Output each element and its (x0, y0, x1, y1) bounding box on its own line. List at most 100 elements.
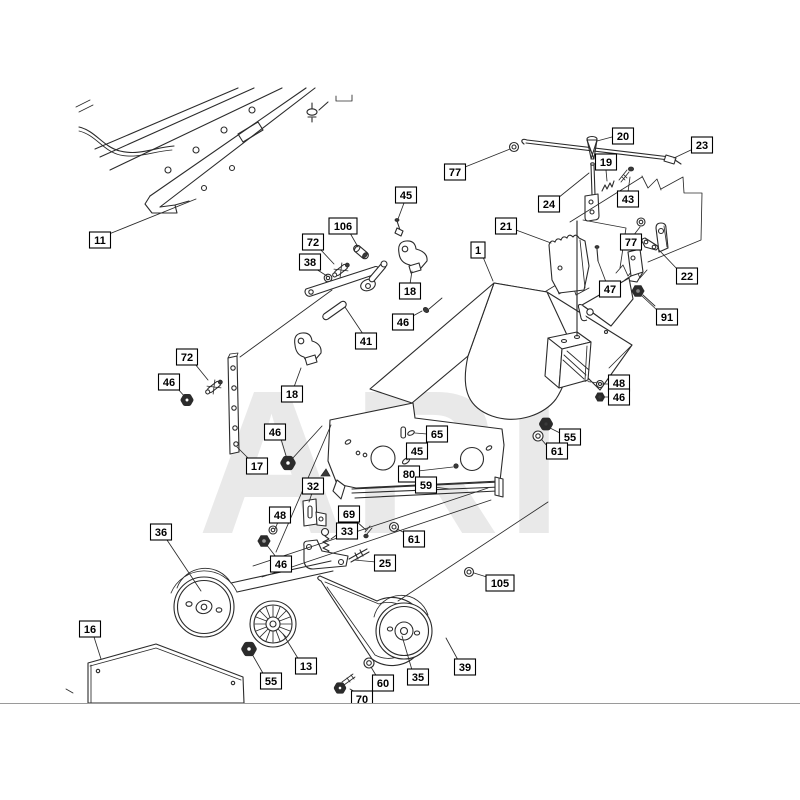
part-label-18[interactable]: 18 (398, 270, 422, 300)
svg-text:16: 16 (84, 624, 96, 636)
svg-text:105: 105 (491, 578, 509, 590)
svg-text:55: 55 (265, 676, 277, 688)
svg-text:43: 43 (622, 194, 634, 206)
svg-text:45: 45 (411, 446, 423, 458)
svg-text:80: 80 (403, 469, 415, 481)
svg-text:24: 24 (543, 199, 556, 211)
svg-text:61: 61 (551, 446, 563, 458)
part-label-59[interactable]: 59 (414, 476, 451, 494)
svg-text:38: 38 (304, 257, 316, 269)
svg-text:46: 46 (397, 317, 409, 329)
part-label-1[interactable]: 1 (470, 241, 494, 282)
part-label-36[interactable]: 36 (149, 523, 202, 592)
part-idler-bar (183, 289, 333, 455)
part-label-61[interactable]: 61 (541, 439, 569, 460)
svg-text:39: 39 (459, 662, 471, 674)
svg-text:77: 77 (625, 237, 637, 249)
part-label-11[interactable]: 11 (88, 198, 197, 249)
part-label-39[interactable]: 39 (445, 637, 477, 676)
part-drive-pulley (336, 501, 549, 691)
svg-text:69: 69 (343, 509, 355, 521)
svg-text:46: 46 (269, 427, 281, 439)
part-label-77[interactable]: 77 (443, 148, 511, 181)
part-label-18[interactable]: 18 (280, 367, 304, 403)
svg-text:32: 32 (307, 481, 319, 493)
part-label-47[interactable]: 47 (597, 260, 622, 298)
svg-text:59: 59 (420, 480, 432, 492)
part-label-17[interactable]: 17 (236, 446, 269, 475)
svg-text:20: 20 (617, 131, 629, 143)
svg-text:72: 72 (307, 237, 319, 249)
labels-layer: 11 20 23 77 19 24 43 21 1 77 22 47 91 45 106 72 38 18 46 41… (78, 127, 714, 708)
svg-text:18: 18 (286, 389, 298, 401)
part-label-106[interactable]: 106 (328, 217, 359, 248)
part-label-46[interactable]: 46 (157, 373, 187, 399)
part-label-65[interactable]: 65 (414, 425, 449, 443)
part-label-91[interactable]: 91 (641, 295, 679, 326)
part-label-41[interactable]: 41 (344, 306, 378, 350)
svg-text:65: 65 (431, 429, 443, 441)
part-rail (75, 87, 353, 214)
svg-text:35: 35 (412, 672, 424, 684)
part-label-33[interactable]: 33 (330, 522, 359, 540)
svg-text:13: 13 (300, 661, 312, 673)
part-label-25[interactable]: 25 (353, 554, 397, 572)
part-label-60[interactable]: 60 (370, 666, 395, 692)
part-panel-16 (65, 643, 245, 704)
svg-text:72: 72 (181, 352, 193, 364)
assembly-boundary (542, 175, 703, 296)
part-label-45[interactable]: 45 (405, 442, 429, 461)
part-label-46[interactable]: 46 (602, 388, 631, 406)
part-label-55[interactable]: 55 (549, 427, 582, 446)
svg-text:21: 21 (500, 221, 512, 233)
part-label-22[interactable]: 22 (658, 249, 699, 285)
part-label-19[interactable]: 19 (594, 153, 618, 182)
top-bolt (306, 101, 329, 123)
svg-text:1: 1 (475, 245, 481, 257)
part-label-23[interactable]: 23 (673, 136, 714, 159)
svg-text:18: 18 (404, 286, 416, 298)
part-label-48[interactable]: 48 (268, 506, 292, 530)
part-bracket-22-group (594, 217, 669, 307)
part-label-72[interactable]: 72 (175, 348, 209, 381)
svg-text:45: 45 (400, 190, 412, 202)
part-control-rod (508, 135, 682, 337)
svg-text:47: 47 (604, 284, 616, 296)
part-label-46[interactable]: 46 (265, 543, 293, 573)
part-label-80[interactable]: 80 (397, 465, 454, 483)
svg-text:61: 61 (408, 534, 420, 546)
part-label-20[interactable]: 20 (596, 127, 635, 145)
svg-text:46: 46 (163, 377, 175, 389)
part-label-77[interactable]: 77 (619, 226, 643, 251)
svg-text:106: 106 (334, 221, 352, 233)
part-label-35[interactable]: 35 (401, 635, 430, 686)
svg-text:55: 55 (564, 432, 576, 444)
svg-text:33: 33 (341, 526, 353, 538)
part-label-105[interactable]: 105 (473, 572, 515, 592)
part-label-46[interactable]: 46 (391, 310, 423, 331)
part-label-24[interactable]: 24 (537, 172, 590, 213)
part-label-16[interactable]: 16 (78, 620, 102, 660)
part-label-69[interactable]: 69 (337, 505, 367, 531)
part-label-46[interactable]: 46 (263, 423, 288, 460)
part-pulley-large (170, 560, 334, 638)
part-label-13[interactable]: 13 (282, 633, 318, 675)
part-label-21[interactable]: 21 (494, 217, 552, 244)
svg-text:46: 46 (613, 392, 625, 404)
part-label-38[interactable]: 38 (298, 253, 328, 277)
svg-text:41: 41 (360, 336, 372, 348)
svg-text:48: 48 (613, 378, 625, 390)
svg-text:17: 17 (251, 461, 263, 473)
part-label-61[interactable]: 61 (396, 528, 426, 548)
part-label-32[interactable]: 32 (301, 477, 325, 503)
part-linkage (252, 487, 492, 578)
svg-text:46: 46 (275, 559, 287, 571)
part-label-72[interactable]: 72 (301, 233, 335, 265)
part-housing (369, 220, 634, 420)
svg-text:19: 19 (600, 157, 612, 169)
part-label-55[interactable]: 55 (251, 653, 283, 690)
part-label-45[interactable]: 45 (394, 186, 418, 220)
part-label-43[interactable]: 43 (616, 176, 640, 208)
